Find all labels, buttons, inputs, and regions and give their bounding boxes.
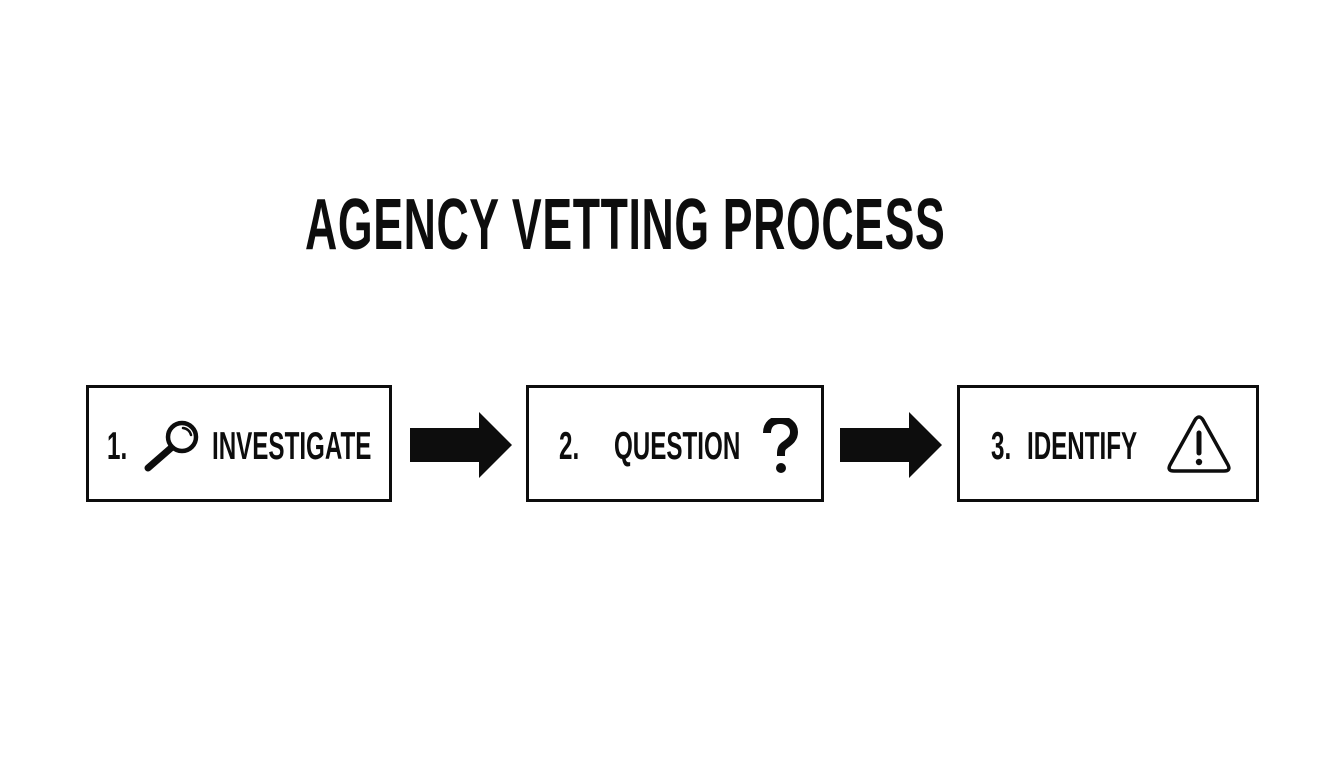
step-number: 3. xyxy=(991,425,1012,468)
step-number: 2. xyxy=(559,425,580,468)
question-mark-icon xyxy=(763,418,798,473)
magnifying-glass-icon xyxy=(144,420,199,472)
step-investigate xyxy=(86,385,392,502)
diagram-title: AGENCY VETTING PROCESS xyxy=(305,185,946,265)
step-label: INVESTIGATE xyxy=(212,425,372,468)
step-question xyxy=(526,385,824,502)
warning-triangle-icon xyxy=(1167,415,1231,473)
step-number: 1. xyxy=(107,425,128,468)
step-label: IDENTIFY xyxy=(1027,425,1138,468)
right-arrow-icon xyxy=(410,412,512,478)
right-arrow-icon xyxy=(840,412,942,478)
step-label: QUESTION xyxy=(614,425,741,468)
step-identify xyxy=(957,385,1259,502)
